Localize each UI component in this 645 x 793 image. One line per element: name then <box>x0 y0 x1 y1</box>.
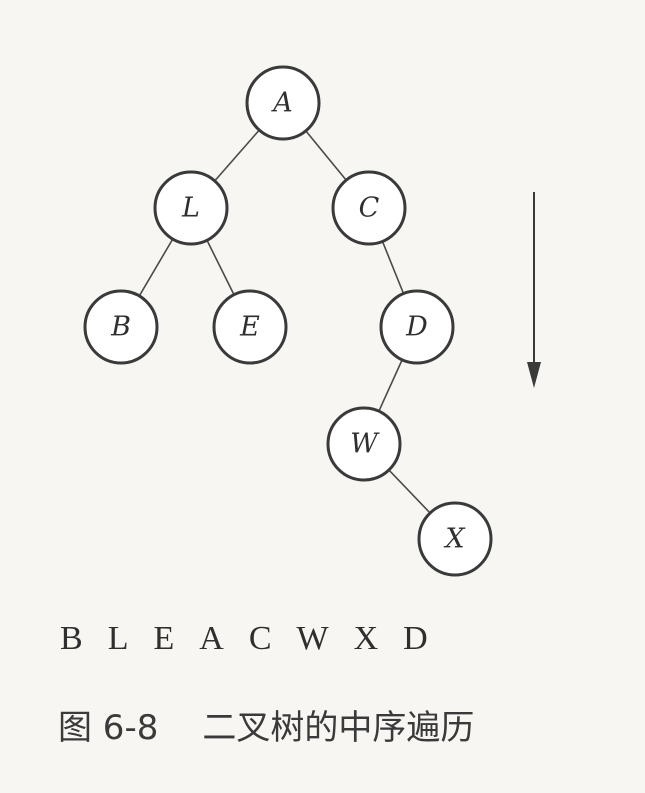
tree-node-circle <box>153 170 229 246</box>
tree-node-circle <box>379 289 455 365</box>
tree-node-L: L <box>153 170 229 246</box>
tree-node-label: B <box>110 312 131 343</box>
tree-node-label: X <box>443 524 466 555</box>
sequence-item: C <box>248 620 273 657</box>
tree-nodes: A L C B E D W X <box>83 65 493 577</box>
figure-caption: 图 6-8 二叉树的中序遍历 <box>58 700 474 749</box>
down-arrow-icon <box>527 192 541 388</box>
tree-node-circle <box>417 501 493 577</box>
tree-node-label: W <box>350 429 380 460</box>
inorder-sequence: B L E A C W X D <box>60 620 429 658</box>
sequence-item: A <box>199 620 225 657</box>
tree-node-B: B <box>83 289 159 365</box>
sequence-item: X <box>353 620 380 657</box>
sequence-item: B <box>60 620 84 657</box>
tree-node-label: A <box>270 88 293 119</box>
sequence-item: E <box>153 620 176 657</box>
tree-node-W: W <box>326 406 402 482</box>
sequence-item: D <box>403 620 429 657</box>
tree-node-circle <box>83 289 159 365</box>
tree-node-C: C <box>331 170 407 246</box>
figure-title: 二叉树的中序遍历 <box>202 708 475 748</box>
tree-node-circle <box>245 65 321 141</box>
figure-number: 图 6-8 <box>58 708 159 748</box>
tree-node-circle <box>326 406 402 482</box>
tree-node-E: E <box>212 289 288 365</box>
tree-node-D: D <box>379 289 455 365</box>
tree-node-label: C <box>359 193 380 224</box>
tree-node-label: L <box>181 193 200 224</box>
tree-node-A: A <box>245 65 321 141</box>
tree-node-circle <box>212 289 288 365</box>
sequence-item: L <box>107 620 130 657</box>
tree-node-X: X <box>417 501 493 577</box>
sequence-item: W <box>296 620 330 657</box>
tree-node-label: D <box>405 312 428 343</box>
tree-node-label: E <box>239 312 260 343</box>
tree-node-circle <box>331 170 407 246</box>
